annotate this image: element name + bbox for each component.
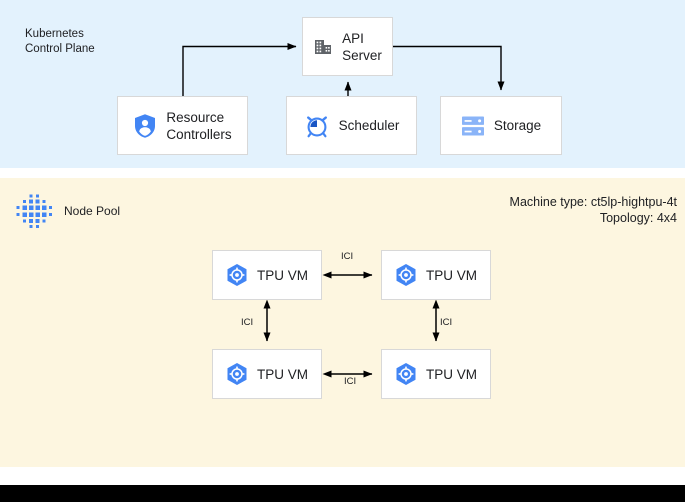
control-plane-label: Kubernetes Control Plane bbox=[25, 28, 95, 55]
ici-label-top: ICI bbox=[341, 251, 354, 262]
card-resource-controllers[interactable]: Resource Controllers bbox=[117, 96, 248, 155]
card-tpu-vm-2-label: TPU VM bbox=[425, 267, 477, 283]
card-scheduler-label: Scheduler bbox=[338, 118, 400, 133]
card-tpu-vm-1-label: TPU VM bbox=[256, 267, 308, 283]
node-pool-meta: Machine type: ct5lp-hightpu-4t Topology:… bbox=[510, 194, 677, 226]
card-tpu-vm-3-label: TPU VM bbox=[256, 366, 308, 382]
card-storage[interactable]: Storage bbox=[440, 96, 562, 155]
tpu-hexagon-icon bbox=[395, 263, 417, 287]
card-api-server[interactable]: API Server bbox=[302, 17, 393, 76]
node-pool-label: Node Pool bbox=[64, 204, 121, 218]
server-rack-icon bbox=[461, 115, 485, 137]
card-tpu-vm-3[interactable]: TPU VM bbox=[212, 349, 322, 399]
card-tpu-vm-1[interactable]: TPU VM bbox=[212, 250, 322, 300]
building-icon bbox=[313, 37, 333, 57]
card-storage-label: Storage bbox=[493, 118, 542, 133]
machine-type-text: Machine type: ct5lp-hightpu-4t bbox=[509, 195, 677, 209]
card-scheduler[interactable]: Scheduler bbox=[286, 96, 417, 155]
ici-label-bottom: ICI bbox=[344, 376, 357, 387]
card-tpu-vm-2[interactable]: TPU VM bbox=[381, 250, 491, 300]
card-tpu-vm-4[interactable]: TPU VM bbox=[381, 349, 491, 399]
tpu-hexagon-icon bbox=[226, 362, 248, 386]
cluster-dots-icon bbox=[16, 194, 52, 228]
ici-label-left: ICI bbox=[241, 317, 254, 328]
bottom-bar bbox=[0, 485, 685, 502]
card-tpu-vm-4-label: TPU VM bbox=[425, 366, 477, 382]
node-pool-section bbox=[0, 178, 685, 467]
card-api-server-label: API Server bbox=[342, 30, 382, 63]
tpu-hexagon-icon bbox=[226, 263, 248, 287]
shield-person-icon bbox=[133, 113, 157, 139]
topology-text: Topology: 4x4 bbox=[599, 211, 677, 225]
card-resource-controllers-label: Resource Controllers bbox=[166, 109, 232, 142]
tpu-hexagon-icon bbox=[395, 362, 417, 386]
alarm-clock-icon bbox=[304, 113, 330, 139]
ici-label-right: ICI bbox=[440, 317, 453, 328]
